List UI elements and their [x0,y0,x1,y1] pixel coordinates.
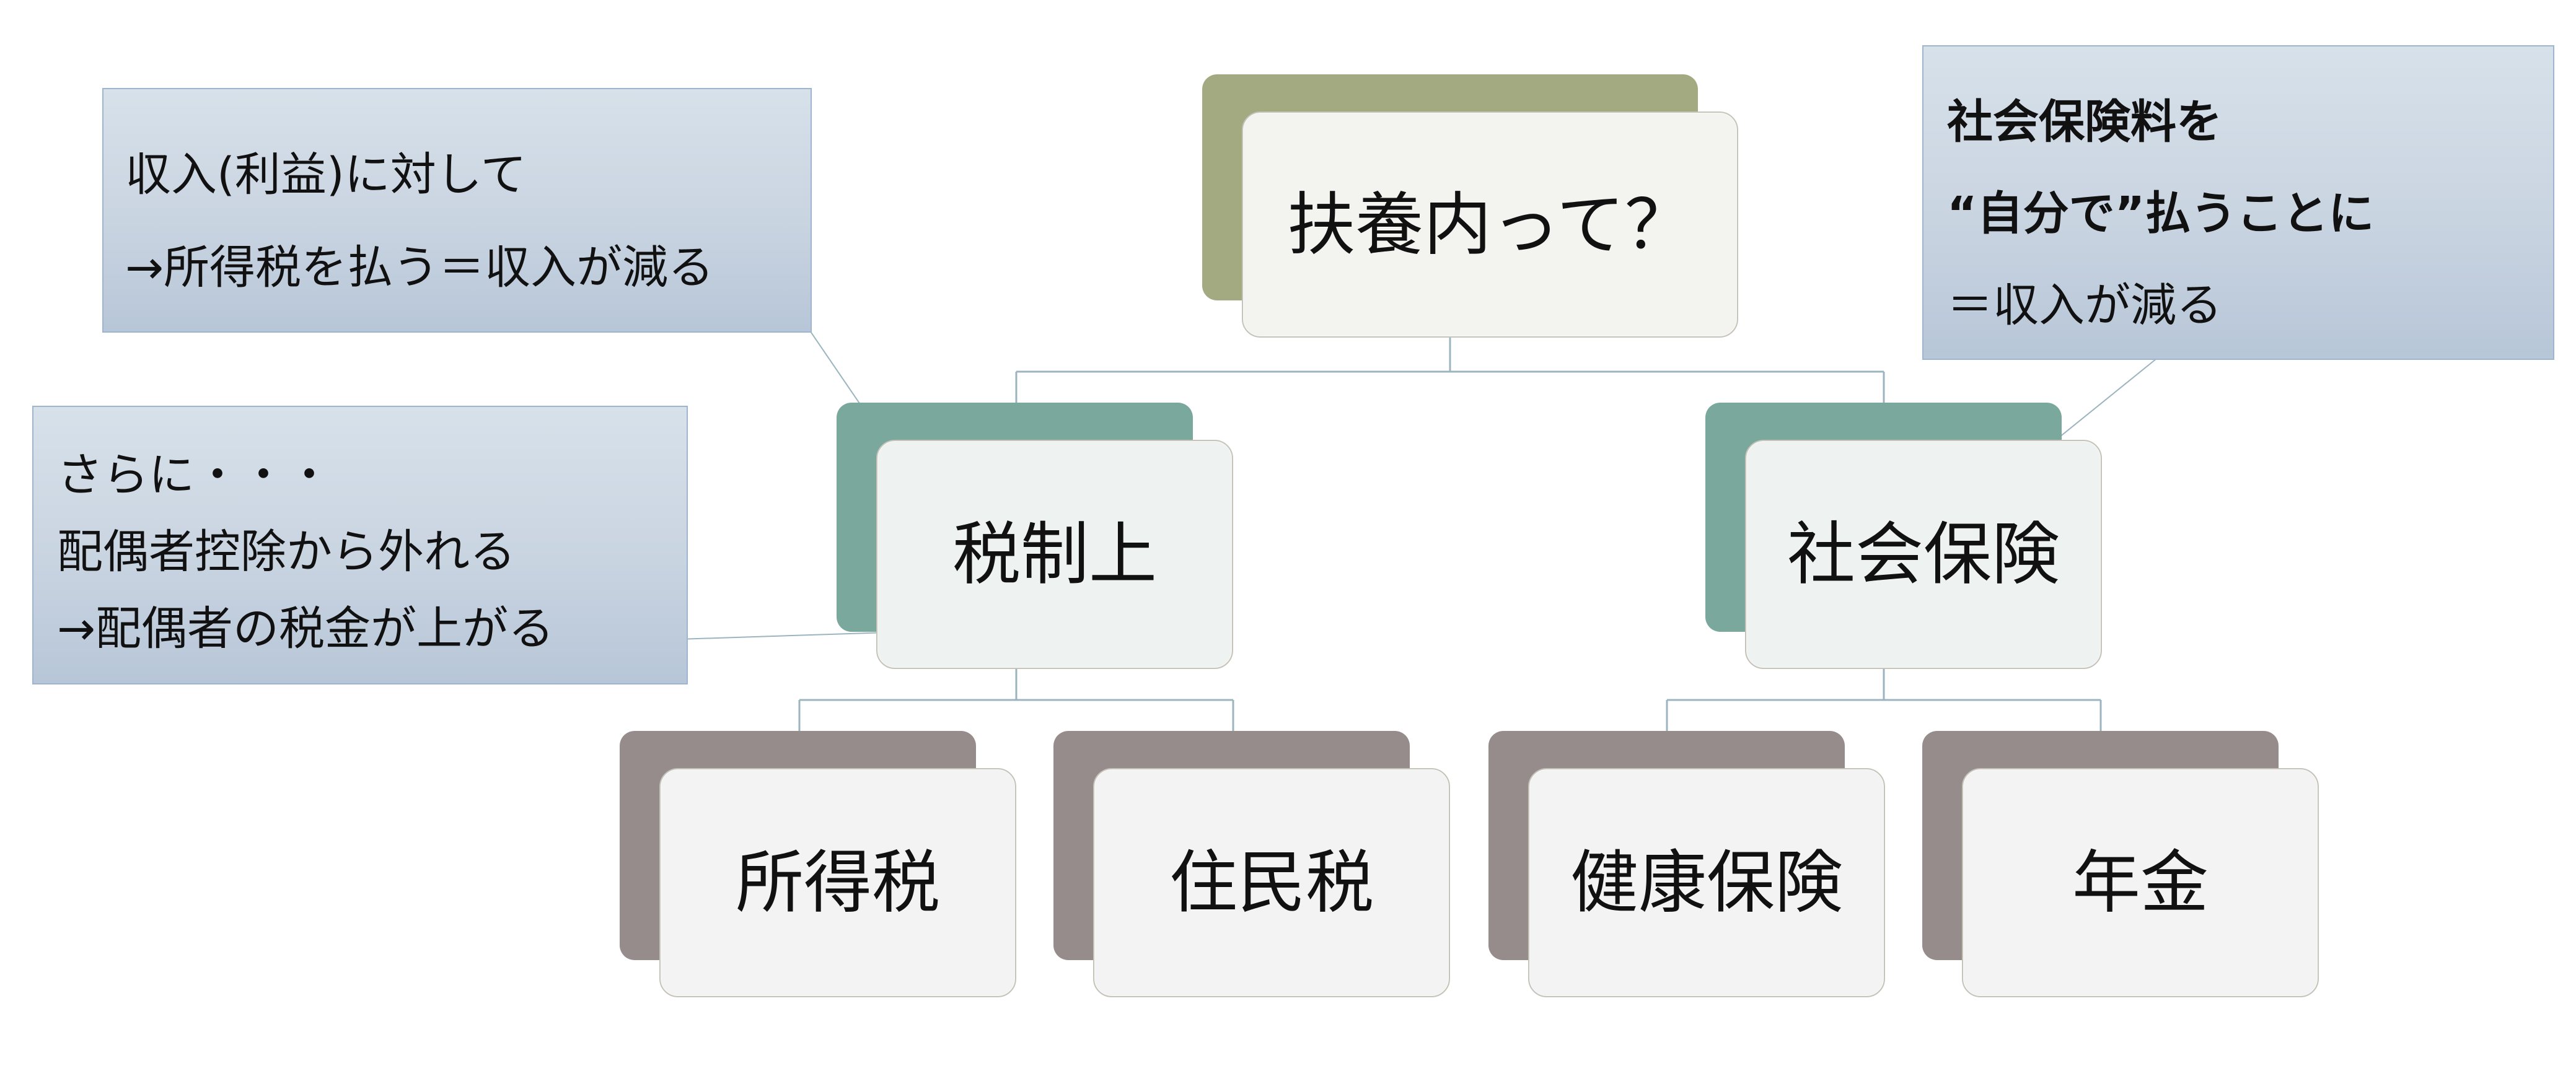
node-resident-tax-card: 住民税 [1093,768,1450,997]
node-root-card: 扶養内って？ [1242,111,1738,338]
node-tax-card: 税制上 [876,440,1233,669]
node-income-tax-card: 所得税 [659,768,1016,997]
connector-tax-to-children [798,669,1234,731]
node-root-label: 扶養内って？ [1287,185,1693,264]
node-resident-tax: 住民税 [1053,731,1450,997]
node-pension: 年金 [1922,731,2319,997]
callout-pointer-spouse-deduction [659,631,907,640]
node-social-insurance-label: 社会保険 [1787,515,2060,594]
node-pension-label: 年金 [2072,843,2209,922]
node-tax: 税制上 [837,403,1233,669]
node-income-tax: 所得税 [620,731,1016,997]
callout-spouse-deduction-note: さらに・・・ 配偶者控除から外れる →配偶者の税金が上がる [32,406,688,684]
callout-social-insurance-line-2: “自分で”払うことに [1947,187,2375,240]
node-health-insurance: 健康保険 [1488,731,1885,997]
node-health-insurance-label: 健康保険 [1570,843,1843,922]
callout-spouse-deduction-line-3: →配偶者の税金が上がる [57,602,555,655]
node-social-insurance: 社会保険 [1705,403,2102,669]
node-income-tax-label: 所得税 [736,843,940,922]
callout-income-tax-note: 収入(利益)に対して →所得税を払う＝収入が減る [102,88,812,333]
callout-spouse-deduction-line-2: 配偶者控除から外れる [57,525,516,579]
node-health-insurance-card: 健康保険 [1528,768,1885,997]
node-social-insurance-card: 社会保険 [1745,440,2102,669]
connector-social-to-children [1666,669,2102,731]
callout-social-insurance-line-1: 社会保険料を [1947,95,2222,149]
callout-social-insurance-line-3: ＝収入が減る [1947,279,2222,332]
node-pension-card: 年金 [1962,768,2319,997]
node-root: 扶養内って？ [1202,74,1738,338]
callout-social-insurance-note: 社会保険料を “自分で”払うことに ＝収入が減る [1922,45,2554,360]
node-tax-label: 税制上 [952,515,1157,594]
callout-income-tax-line-1: 収入(利益)に対して [125,148,527,201]
connector-root-to-branches [1015,338,1885,403]
callout-spouse-deduction-line-1: さらに・・・ [57,448,332,502]
callout-income-tax-line-2: →所得税を払う＝収入が減る [125,241,714,294]
node-resident-tax-label: 住民税 [1169,843,1374,922]
